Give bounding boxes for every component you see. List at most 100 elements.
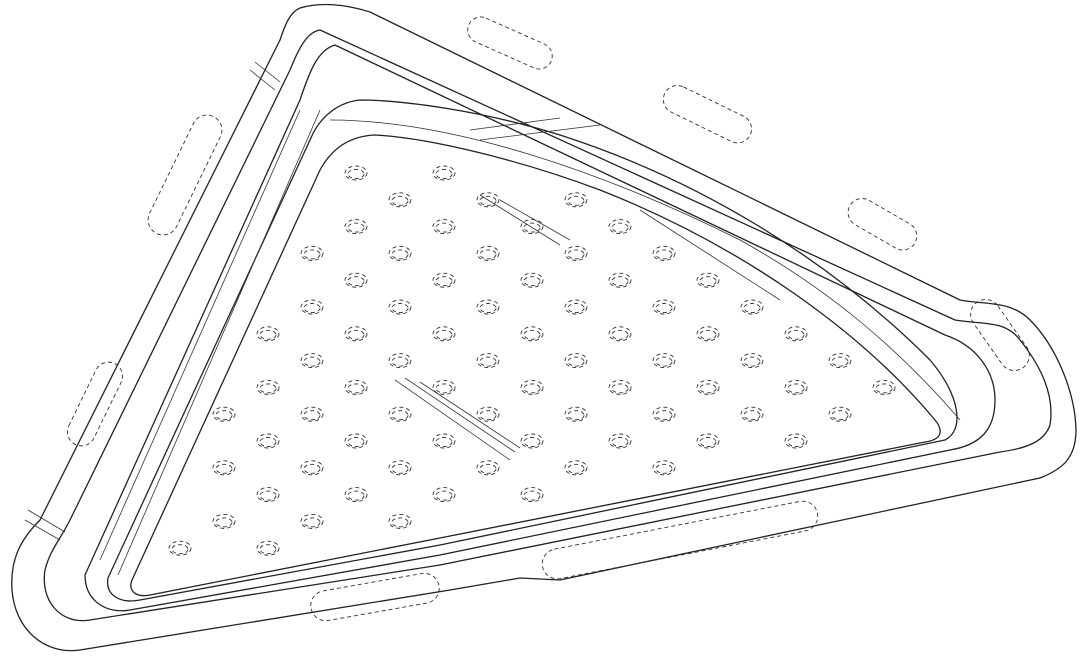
dimple	[564, 460, 588, 476]
dimple-inner	[567, 195, 585, 206]
dimple	[652, 460, 676, 476]
dimple-inner	[611, 222, 629, 233]
dimple-inner	[875, 383, 893, 394]
dimple-inner	[611, 437, 629, 447]
dimple-inner	[435, 329, 453, 340]
dimple	[432, 326, 456, 342]
dimple	[696, 326, 720, 342]
dimple-inner	[435, 437, 453, 447]
dimple-inner	[171, 544, 189, 555]
dimple-inner	[391, 463, 409, 474]
dimple	[740, 353, 764, 369]
dimple	[300, 406, 324, 422]
dimple-inner	[567, 356, 585, 367]
dimple-inner	[259, 329, 277, 340]
dimple-inner	[347, 329, 365, 340]
dimple	[696, 272, 720, 288]
dimple	[520, 326, 544, 342]
dimple-inner	[787, 383, 805, 394]
dimple-inner	[391, 410, 409, 421]
dimple	[520, 272, 544, 288]
dimple-grid	[168, 165, 896, 556]
dimple-inner	[479, 303, 497, 313]
dimple-inner	[611, 329, 629, 340]
dimple-inner	[611, 276, 629, 287]
dimple-inner	[655, 356, 673, 367]
dimple	[168, 540, 192, 556]
dimple-inner	[743, 410, 761, 421]
tray-inner-rim	[84, 44, 996, 612]
dimple-inner	[523, 383, 541, 394]
dimple	[256, 487, 280, 503]
dimple-inner	[523, 329, 541, 340]
dimple	[432, 272, 456, 288]
dimple-inner	[347, 276, 365, 287]
dimple	[564, 406, 588, 422]
dimple	[520, 219, 544, 235]
dimple-inner	[523, 490, 541, 501]
dimple-inner	[567, 410, 585, 421]
handle-slots	[66, 16, 1030, 622]
dimple	[476, 245, 500, 261]
dimple-inner	[567, 303, 585, 313]
dimple-inner	[303, 517, 321, 528]
dimple-inner	[259, 437, 277, 447]
dimple	[828, 353, 852, 369]
dimple-inner	[655, 463, 673, 474]
dimple	[212, 460, 236, 476]
dimple	[784, 433, 808, 449]
dimple-inner	[479, 356, 497, 367]
dimple	[520, 487, 544, 503]
dimple-inner	[347, 490, 365, 501]
dimple-inner	[391, 195, 409, 206]
dimple	[520, 379, 544, 395]
tray-wall-line	[117, 109, 321, 576]
dimple-inner	[391, 303, 409, 313]
dimple	[696, 433, 720, 449]
dimple-inner	[303, 356, 321, 367]
dimple	[652, 245, 676, 261]
dimple	[432, 379, 456, 395]
dimple	[388, 299, 412, 315]
dimple-inner	[567, 463, 585, 474]
dimple	[344, 433, 368, 449]
dimple-inner	[611, 383, 629, 394]
dimple	[608, 379, 632, 395]
dimple	[344, 379, 368, 395]
dimple	[212, 406, 236, 422]
dimple	[520, 433, 544, 449]
dimple-inner	[259, 544, 277, 555]
dimple-inner	[391, 356, 409, 367]
dimple-inner	[215, 410, 233, 421]
dimple	[872, 379, 896, 395]
dimple-inner	[479, 195, 497, 206]
dimple	[432, 433, 456, 449]
dimple-inner	[347, 169, 365, 179]
dimple-inner	[655, 303, 673, 313]
dimple	[476, 353, 500, 369]
dimple	[432, 219, 456, 235]
dimple-inner	[567, 249, 585, 260]
dimple-inner	[479, 463, 497, 474]
dimple	[476, 460, 500, 476]
dimple-inner	[347, 383, 365, 394]
dimple	[608, 433, 632, 449]
dimple-inner	[655, 410, 673, 421]
dimple	[344, 487, 368, 503]
dimple-inner	[303, 410, 321, 421]
dimple	[388, 192, 412, 208]
dimple	[828, 406, 852, 422]
dimple	[564, 353, 588, 369]
dimple	[256, 540, 280, 556]
dimple-inner	[435, 383, 453, 394]
dimple	[344, 165, 368, 181]
dimple-inner	[303, 303, 321, 313]
dimple	[740, 299, 764, 315]
dimple-inner	[655, 249, 673, 260]
dimple	[652, 299, 676, 315]
dimple-inner	[435, 169, 453, 179]
dimple	[608, 219, 632, 235]
dimple	[696, 379, 720, 395]
dimple	[300, 513, 324, 529]
dimple	[300, 245, 324, 261]
